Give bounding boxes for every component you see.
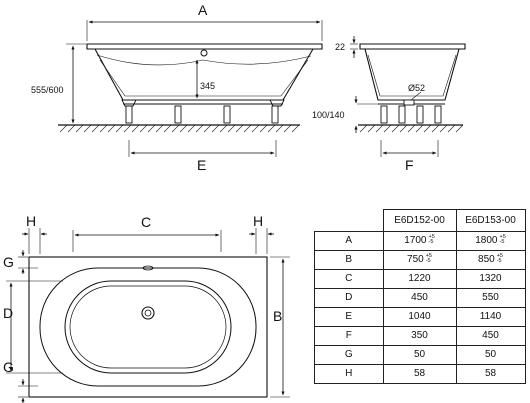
label-f: F — [405, 157, 414, 173]
tolerance: +5-5 — [428, 234, 435, 246]
label-b: B — [273, 308, 282, 324]
value-cell: 350 — [382, 326, 457, 346]
label-c: C — [141, 214, 151, 230]
table-row: G 50 50 — [314, 345, 526, 365]
drain-circle — [141, 306, 155, 320]
table-row: H 58 58 — [314, 364, 526, 384]
row-label: E — [314, 307, 384, 327]
end-rim — [359, 43, 466, 50]
tub-rim — [86, 43, 323, 50]
tub-inner-wave — [96, 54, 312, 66]
value-cell: 1220 — [382, 269, 457, 289]
label-g-bottom: G — [3, 359, 14, 375]
value-cell: 450 — [382, 288, 457, 308]
table-row: A 1700+5-5 1800+5-5 — [314, 231, 526, 251]
top-rim-oval — [39, 267, 257, 387]
table-row: F 350 450 — [314, 326, 526, 346]
top-view — [6, 228, 290, 403]
end-view — [350, 36, 466, 157]
overflow-hole — [200, 49, 208, 57]
tub-inner-line — [99, 59, 309, 97]
label-h-right: H — [253, 213, 263, 229]
tolerance: +5-5 — [496, 253, 503, 265]
value-cell: 1040 — [382, 307, 457, 327]
value-cell: 750+5-5 — [382, 250, 457, 270]
value-cell: 1320 — [455, 269, 526, 289]
label-drain-diameter: Ø52 — [408, 83, 425, 93]
drain-leader — [410, 91, 422, 101]
tolerance: +5-5 — [499, 234, 506, 246]
value-cell: 550 — [455, 288, 526, 308]
label-e: E — [197, 157, 206, 173]
floor-hatching-left — [59, 124, 300, 133]
row-label: C — [314, 269, 384, 289]
value-cell: 58 — [382, 364, 457, 384]
spec-header-model-1: E6D152-00 — [382, 209, 457, 232]
label-depth: 345 — [200, 81, 215, 91]
value-cell: 50 — [382, 345, 457, 365]
label-a: A — [198, 2, 208, 18]
table-row: D 450 550 — [314, 288, 526, 308]
table-row: E 1040 1140 — [314, 307, 526, 327]
label-h-left: H — [26, 213, 36, 229]
support-feet — [121, 99, 285, 124]
end-inner-line — [367, 54, 457, 97]
label-d: D — [3, 305, 13, 321]
spec-table: E6D152-00 E6D153-00 A 1700+5-5 1800+5-5 … — [314, 209, 526, 384]
row-label: H — [314, 364, 384, 384]
row-label: F — [314, 326, 384, 346]
value-cell: 450 — [455, 326, 526, 346]
tolerance: +5-5 — [425, 253, 432, 265]
value-cell: 850+5-5 — [455, 250, 526, 270]
side-view — [58, 20, 323, 157]
table-row: B 750+5-5 850+5-5 — [314, 250, 526, 270]
value-cell: 50 — [455, 345, 526, 365]
value-cell: 1700+5-5 — [382, 231, 457, 251]
spec-header-blank — [314, 209, 384, 232]
spec-header-model-2: E6D153-00 — [455, 209, 526, 232]
row-label: D — [314, 288, 384, 308]
row-label: B — [314, 250, 384, 270]
drain-circle-inner — [144, 309, 152, 317]
row-label: A — [314, 231, 384, 251]
top-basin-inner-oval — [69, 285, 227, 369]
overflow-top — [142, 265, 154, 271]
label-g-top: G — [3, 254, 14, 270]
row-label: G — [314, 345, 384, 365]
tub-body-outline — [94, 48, 314, 101]
spec-header-row: E6D152-00 E6D153-00 — [314, 209, 526, 232]
label-rim-height: 22 — [335, 42, 345, 52]
end-support-feet — [378, 99, 445, 124]
top-basin-oval — [64, 280, 232, 374]
floor-hatching-right — [359, 124, 464, 133]
top-outer-rect — [28, 256, 268, 398]
label-feet-height: 100/140 — [312, 110, 345, 120]
table-row: C 1220 1320 — [314, 269, 526, 289]
label-height: 555/600 — [31, 85, 64, 95]
value-cell: 58 — [455, 364, 526, 384]
value-cell: 1800+5-5 — [455, 231, 526, 251]
value-cell: 1140 — [455, 307, 526, 327]
